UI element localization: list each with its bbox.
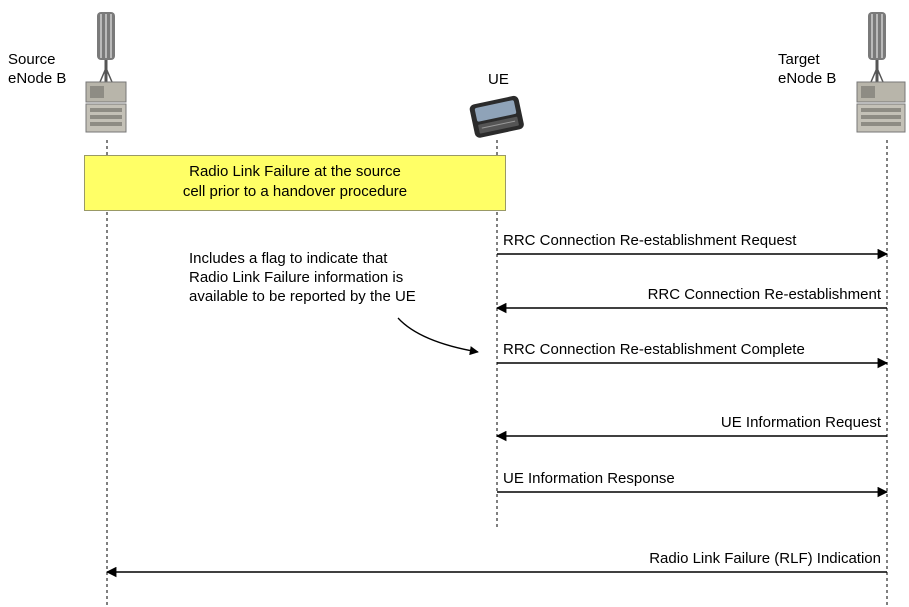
ue-mobile-phone-icon [469,95,524,138]
message-label-4: UE Information Request [720,414,881,431]
note-line2: Radio Link Failure information is [189,269,404,286]
target-cell-tower-icon [856,12,906,133]
message-label-6: Radio Link Failure (RLF) Indication [649,550,881,567]
message-label-1: RRC Connection Re-establishment Request [503,232,797,249]
note-line1: Includes a flag to indicate that [189,250,388,267]
source-label-line2: eNode B [8,70,67,87]
rlf-flag-note: Includes a flag to indicate that Radio L… [189,249,416,306]
note-pointer-arrow [397,317,479,356]
callout-line1: Radio Link Failure at the source [189,163,401,180]
callout-line2: cell prior to a handover procedure [182,183,408,200]
note-line3: available to be reported by the UE [189,288,416,305]
source-label-line1: Source [8,51,56,68]
rlf-callout-box: Radio Link Failure at the source cell pr… [84,155,506,211]
target-node-label: Target eNode B [778,50,836,88]
target-label-line2: eNode B [778,70,837,87]
message-label-3: RRC Connection Re-establishment Complete [503,341,805,358]
message-label-5: UE Information Response [503,470,675,487]
ue-node-label: UE [488,71,509,88]
source-node-label: Source eNode B [8,50,66,88]
target-label-line1: Target [778,51,820,68]
source-cell-tower-icon [85,12,127,133]
message-label-2: RRC Connection Re-establishment [647,286,881,303]
